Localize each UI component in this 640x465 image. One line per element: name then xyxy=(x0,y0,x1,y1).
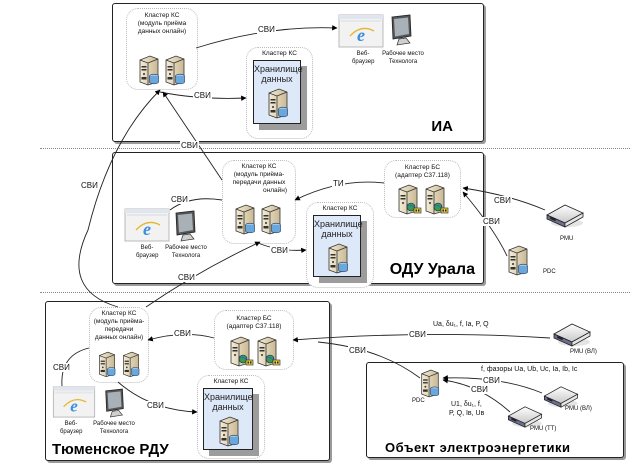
measurement-label: U1, δu₁, f, xyxy=(451,401,482,408)
cluster-title: Кластер КС xyxy=(262,50,297,57)
browser-label: Веб-браузер xyxy=(136,245,159,259)
region-odu-title: ОДУ Урала xyxy=(389,261,475,278)
cluster-rdu-bs[interactable]: Кластер БС (адаптер C37.118) xyxy=(214,310,294,370)
client-group-ia: Веб-браузер Рабочее место Технолога xyxy=(338,12,428,68)
region-rdu-title: Тюменское РДУ xyxy=(52,441,169,458)
link-label-svi: СВИ xyxy=(80,181,99,190)
browser-label: Веб-браузер xyxy=(60,421,83,435)
link-label-svi: СВИ xyxy=(193,91,212,100)
cluster-title: Кластер КС xyxy=(213,378,249,385)
link-rdu-online-browser xyxy=(61,347,90,387)
region-object: Объект электроэнергетики xyxy=(366,362,624,458)
cluster-title-line: Кластер БС xyxy=(404,164,441,171)
pdc-label: PDC xyxy=(543,269,556,275)
link-rdu-to-ia xyxy=(78,89,161,308)
cluster-ia-online[interactable]: Кластер КС (модуль приёма данных онлайн) xyxy=(126,8,198,90)
cluster-title-line: (модуль приёма- xyxy=(93,318,145,325)
pmu-vl-label: PMU (ВЛ) xyxy=(570,349,597,355)
link-pdc-rdu-bs xyxy=(317,341,421,379)
link-label-svi: СВИ xyxy=(482,217,501,226)
pmu-vl-label: PMU (ВЛ) xyxy=(565,406,592,412)
cluster-title: Кластер КС xyxy=(322,205,358,212)
cluster-title: Кластер КС (модуль приёма- передачи данн… xyxy=(223,163,295,195)
cluster-title: Кластер КС (модуль приёма- передачи данн… xyxy=(90,310,148,342)
data-storage: Хранилище данных xyxy=(313,215,363,277)
pdc-label: PDC xyxy=(412,398,425,404)
cluster-title-line: онлайн) xyxy=(263,187,287,194)
link-pdc-odu-bs xyxy=(462,191,508,257)
cluster-odu-online[interactable]: Кластер КС (модуль приёма- передачи данн… xyxy=(222,160,296,244)
cluster-title-line: (адаптер C37.118) xyxy=(395,172,450,179)
link-label-svi: СВИ xyxy=(348,346,367,355)
client-group-rdu: Веб-браузер Рабочее место Технолога xyxy=(52,386,142,442)
cluster-title: Кластер БС (адаптер C37.118) xyxy=(215,315,293,331)
link-label-svi: СВИ xyxy=(170,195,189,204)
cluster-odu-storage[interactable]: Кластер КС Хранилище данных xyxy=(306,202,374,288)
link-label-svi: СВИ xyxy=(173,329,192,338)
measurement-label: f, фазоры Ua, Ub, Uc, Ia, Ib, Ic xyxy=(481,366,578,373)
link-label-svi: СВИ xyxy=(180,141,199,150)
separator-ia-odu xyxy=(40,148,630,149)
cluster-title-line: передачи данных xyxy=(232,179,286,186)
data-storage: Хранилище данных xyxy=(203,388,253,450)
cluster-odu-bs[interactable]: Кластер БС (адаптер C37.118) xyxy=(384,160,461,218)
link-label-svi: СВИ xyxy=(52,363,71,372)
cluster-title-line: (модуль приёма- xyxy=(233,171,285,178)
pmu-label: PMU xyxy=(560,236,574,242)
link-odu-online-browser xyxy=(169,198,223,211)
link-odu-to-ia xyxy=(162,91,223,181)
workstation-label: Рабочее место Технолога xyxy=(165,245,207,259)
cluster-title-line: (адаптер C37.118) xyxy=(226,323,282,330)
cluster-title-line: (модуль приёма xyxy=(137,20,187,27)
region-ia-title: ИА xyxy=(431,118,453,135)
pmu-tt-label: PMU (ТТ) xyxy=(530,426,557,432)
measurement-label: P, Q, Iв, Uв xyxy=(449,410,485,417)
cluster-title-line: передачи xyxy=(104,326,134,333)
link-label-svi: СВИ xyxy=(177,273,196,282)
link-label-svi: СВИ xyxy=(493,196,512,205)
workstation-label: Рабочее место Технолога xyxy=(382,51,424,65)
data-storage: Хранилище данных xyxy=(253,60,303,124)
separator-odu-rdu xyxy=(40,292,630,293)
storage-label: Хранилище данных xyxy=(314,219,363,239)
link-label-ti: ТИ xyxy=(332,179,345,188)
link-rdu-to-odu xyxy=(145,241,261,308)
cluster-title-line: данных онлайн) xyxy=(137,28,187,35)
link-label-svi: СВИ xyxy=(257,25,276,34)
cluster-title: Кластер БС (адаптер C37.118) xyxy=(385,164,460,180)
cluster-rdu-online[interactable]: Кластер КС (модуль приёма- передачи данн… xyxy=(89,307,149,383)
cluster-title-line: Кластер КС xyxy=(144,12,180,19)
storage-label: Хранилище данных xyxy=(254,64,303,84)
link-label-svi: СВИ xyxy=(482,376,501,385)
link-label-svi: СВИ xyxy=(146,401,165,410)
link-label-svi: СВИ xyxy=(408,330,427,339)
browser-label: Веб-браузер xyxy=(352,51,375,65)
cluster-title-line: Кластер БС xyxy=(236,315,272,322)
workstation-label: Рабочее место Технолога xyxy=(93,421,135,435)
client-group-odu: Веб-браузер Рабочее место Технолога xyxy=(122,208,212,264)
link-label-svi: СВИ xyxy=(270,246,289,255)
measurement-label: Ua, δu₁, f, Ia, P, Q xyxy=(433,321,489,328)
cluster-rdu-storage[interactable]: Кластер КС Хранилище данных xyxy=(197,375,265,459)
region-object-title: Объект электроэнергетики xyxy=(385,440,571,455)
cluster-ia-storage[interactable]: Кластер КС Хранилище данных xyxy=(246,47,313,139)
cluster-title-line: Кластер КС xyxy=(241,163,277,170)
storage-label: Хранилище данных xyxy=(204,392,253,412)
cluster-title: Кластер КС (модуль приёма данных онлайн) xyxy=(127,12,197,36)
cluster-title-line: данных онлайн) xyxy=(94,334,144,341)
link-label-svi: СВИ xyxy=(470,385,489,394)
cluster-title-line: Кластер КС xyxy=(101,310,137,317)
